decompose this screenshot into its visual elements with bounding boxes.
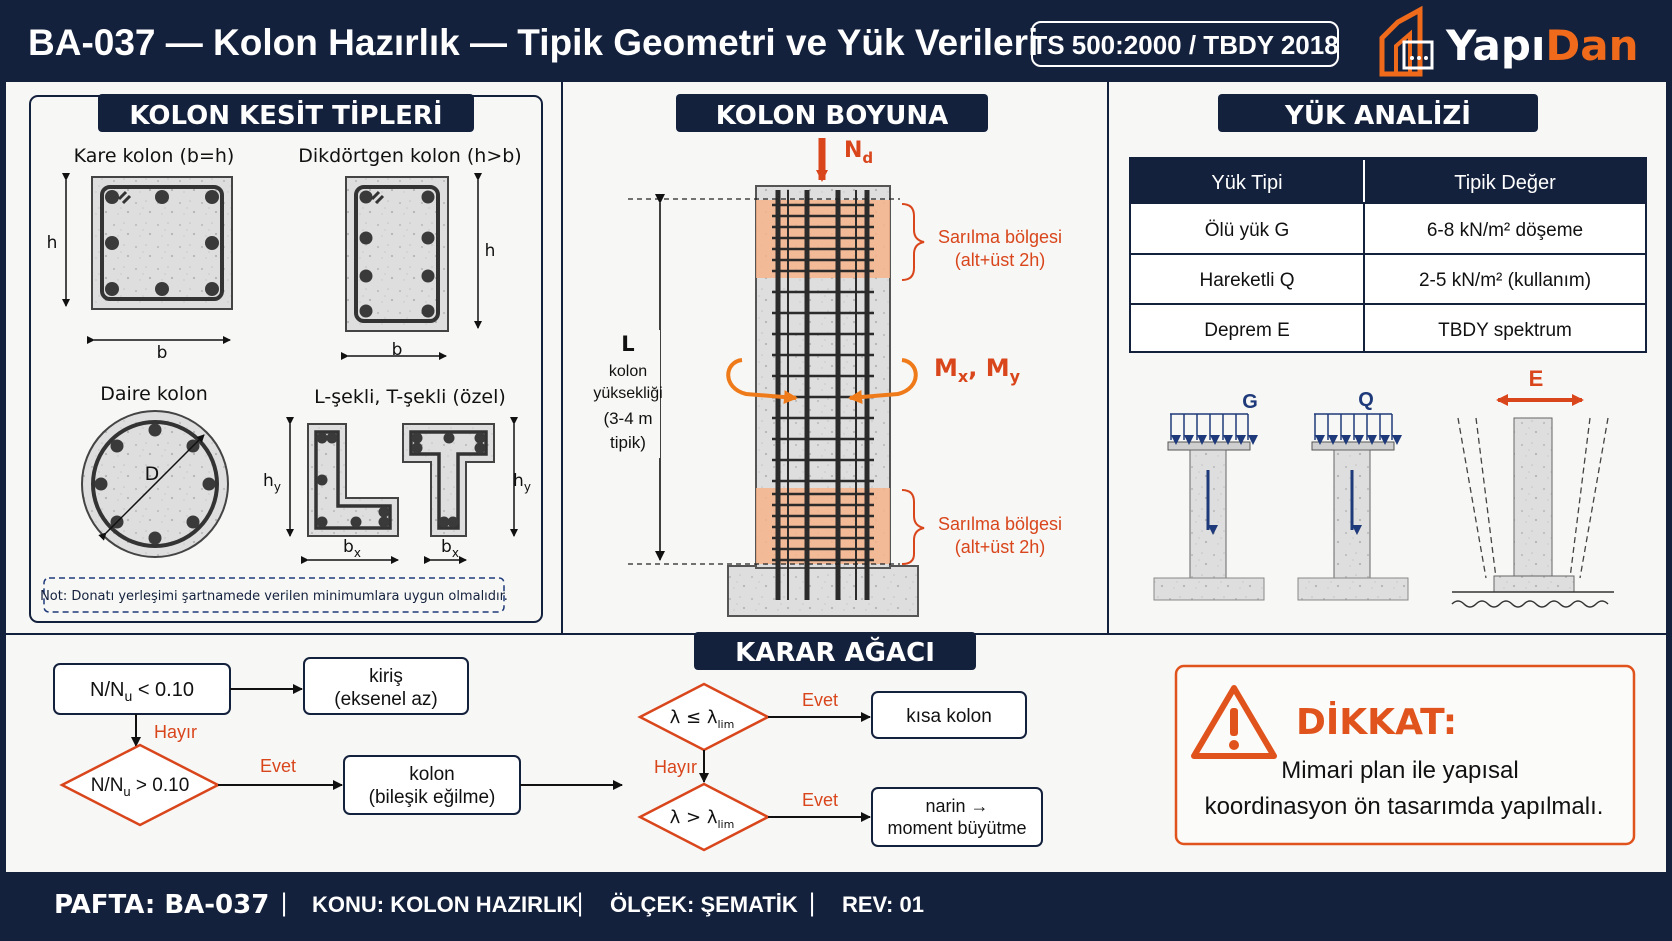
node-short-column bbox=[871, 691, 1027, 739]
node-column-line2: (bileşik eğilme) bbox=[369, 787, 496, 808]
footer-sep: | bbox=[280, 889, 288, 917]
confine-bot-line1: Sarılma bölgesi bbox=[938, 514, 1062, 534]
node-n-large-text: N/Nu > 0.10 bbox=[91, 775, 190, 799]
node-slender-line2: moment büyütme bbox=[887, 818, 1026, 838]
warning-line2: koordinasyon ön tasarımda yapılmalı. bbox=[1205, 793, 1604, 820]
l-column-section bbox=[307, 423, 399, 537]
section-types-panel: KOLON KESİT TİPLERİ Kare kolon (b=h) h b… bbox=[29, 94, 543, 623]
load-E-label: E bbox=[1529, 366, 1544, 391]
logo-wordmark-a: Yapı bbox=[1445, 21, 1545, 70]
confine-top-line1: Sarılma bölgesi bbox=[938, 227, 1062, 247]
height-L-label: L bbox=[621, 332, 634, 356]
load-panel: YÜK ANALİZİ Yük Tipi Tipik Değer Ölü yük… bbox=[1129, 94, 1647, 608]
node-lambda-slender-text: λ > λlim bbox=[670, 807, 735, 831]
warning-box: DİKKAT: Mimari plan ile yapısal koordina… bbox=[1174, 664, 1636, 846]
square-column-section bbox=[91, 176, 233, 310]
sections-note: Not: Donatı yerleşimi şartnamede verilen… bbox=[40, 589, 508, 604]
table-header-type: Yük Tipi bbox=[1211, 172, 1282, 194]
node-column-line1: kolon bbox=[409, 764, 454, 785]
table-cell: 2-5 kN/m² (kullanım) bbox=[1419, 270, 1591, 291]
load-title: YÜK ANALİZİ bbox=[1284, 98, 1471, 131]
logo-wordmark: YapıDan bbox=[1445, 21, 1638, 70]
warning-icon bbox=[1191, 685, 1277, 759]
branch-hayir-1: Hayır bbox=[154, 722, 197, 742]
square-dim-b: b bbox=[157, 343, 168, 363]
table-cell: Deprem E bbox=[1204, 320, 1290, 341]
rect-dim-b: b bbox=[392, 340, 403, 360]
node-beam-line1: kiriş bbox=[369, 666, 403, 687]
node-lambda-short-text: λ ≤ λlim bbox=[670, 707, 735, 731]
table-cell: Ölü yük G bbox=[1205, 220, 1289, 241]
branch-evet-1: Evet bbox=[260, 756, 296, 776]
rect-column-section bbox=[345, 176, 449, 332]
header: BA-037 — Kolon Hazırlık — Tipik Geometri… bbox=[28, 5, 1638, 77]
section-types-title: KOLON KESİT TİPLERİ bbox=[129, 99, 442, 131]
decision-panel: KARAR AĞACI N/Nu < 0.10 kiriş (eksenel a… bbox=[53, 632, 1043, 852]
t-column-section bbox=[402, 423, 495, 537]
table-cell: 6-8 kN/m² döşeme bbox=[1427, 220, 1583, 241]
circle-column-section bbox=[81, 410, 229, 558]
square-column-label: Kare kolon (b=h) bbox=[74, 145, 235, 167]
node-slender-line1: narin → bbox=[925, 796, 988, 816]
standard-badge-label: TS 500:2000 / TBDY 2018 bbox=[1031, 30, 1338, 60]
load-table: Yük Tipi Tipik Değer Ölü yük G 6-8 kN/m²… bbox=[1129, 157, 1647, 353]
branch-hayir-2: Hayır bbox=[654, 757, 697, 777]
node-short-column-text: kısa kolon bbox=[906, 706, 992, 727]
height-line1: kolon bbox=[609, 363, 647, 380]
elevation-panel: KOLON BOYUNA Nd bbox=[593, 94, 1062, 617]
confine-bot-line2: (alt+üst 2h) bbox=[955, 537, 1046, 557]
earthquake-column bbox=[1451, 394, 1614, 608]
confine-top-line2: (alt+üst 2h) bbox=[955, 250, 1046, 270]
l-dim-bx: bx bbox=[343, 537, 361, 560]
table-cell: TBDY spektrum bbox=[1438, 320, 1572, 341]
node-beam bbox=[303, 657, 469, 715]
branch-evet-2: Evet bbox=[802, 690, 838, 710]
table-cell: Hareketli Q bbox=[1199, 270, 1294, 291]
footer-sep: | bbox=[808, 889, 816, 917]
t-dim-bx: bx bbox=[441, 537, 459, 560]
circle-dim-D: D bbox=[145, 463, 160, 485]
dead-load-column bbox=[1153, 413, 1265, 601]
node-beam-line2: (eksenel az) bbox=[334, 689, 438, 710]
standard-badge bbox=[1031, 21, 1339, 67]
node-n-small-text: N/Nu < 0.10 bbox=[90, 679, 194, 704]
footer-rev: REV: 01 bbox=[842, 892, 924, 917]
axial-load-label: Nd bbox=[844, 138, 873, 167]
page-title: BA-037 — Kolon Hazırlık — Tipik Geometri… bbox=[28, 22, 1038, 63]
moment-label: Mx, My bbox=[934, 354, 1021, 386]
sections-note-box bbox=[43, 577, 505, 613]
footer-scale: ÖLÇEK: ŞEMATİK bbox=[610, 892, 798, 917]
rect-dim-h: h bbox=[485, 241, 496, 261]
l-dim-hy: hy bbox=[263, 471, 281, 494]
t-dim-hy: hy bbox=[513, 471, 531, 494]
table-header-value: Tipik Değer bbox=[1454, 172, 1556, 194]
circle-column-label: Daire kolon bbox=[100, 383, 208, 405]
footer-sep: | bbox=[576, 889, 584, 917]
rect-column-label: Dikdörtgen kolon (h>b) bbox=[298, 145, 521, 167]
moment-arrows bbox=[726, 358, 918, 405]
elevation-title: KOLON BOYUNA bbox=[716, 101, 948, 131]
footer-sheet: PAFTA: BA-037 bbox=[54, 890, 269, 920]
height-line4: tipik) bbox=[610, 433, 646, 452]
logo-icon bbox=[1379, 5, 1434, 77]
footer: PAFTA: BA-037 | KONU: KOLON HAZIRLIK | Ö… bbox=[54, 889, 924, 920]
lt-column-label: L-şekli, T-şekli (özel) bbox=[314, 386, 506, 408]
square-dim-h: h bbox=[47, 233, 58, 253]
load-Q-label: Q bbox=[1358, 389, 1374, 411]
load-G-label: G bbox=[1242, 391, 1258, 413]
height-line2: yüksekliği bbox=[593, 385, 662, 402]
decision-title: KARAR AĞACI bbox=[735, 636, 935, 668]
branch-evet-3: Evet bbox=[802, 790, 838, 810]
live-load-column bbox=[1297, 413, 1409, 601]
footer-subject: KONU: KOLON HAZIRLIK bbox=[312, 892, 579, 917]
warning-title: DİKKAT: bbox=[1296, 701, 1457, 743]
height-line3: (3-4 m bbox=[603, 409, 652, 428]
footing bbox=[727, 565, 919, 617]
logo-wordmark-b: Dan bbox=[1545, 21, 1638, 70]
node-slender-column bbox=[871, 787, 1043, 847]
warning-line1: Mimari plan ile yapısal bbox=[1281, 757, 1518, 784]
